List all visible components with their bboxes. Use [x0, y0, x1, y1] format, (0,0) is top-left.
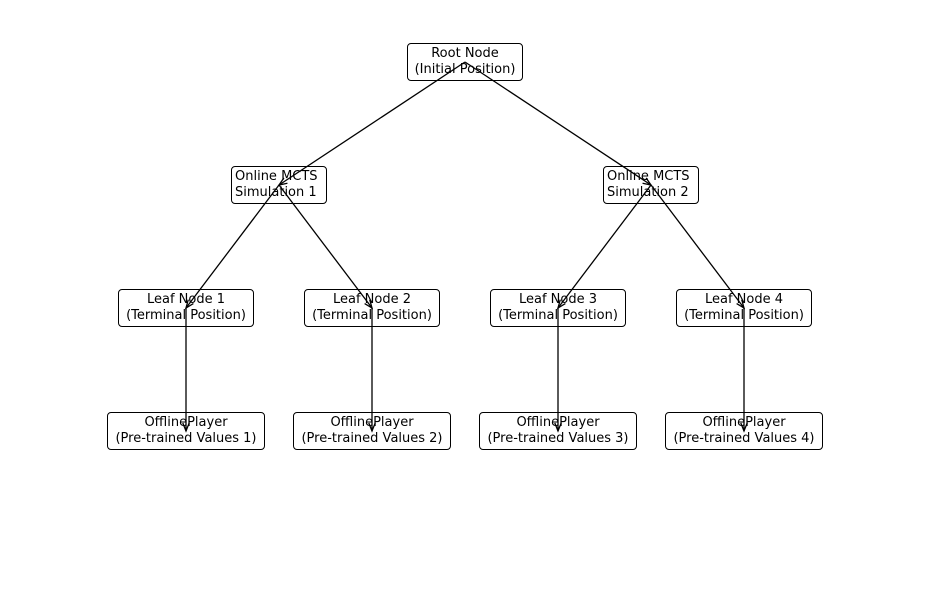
root-node-subtitle: (Initial Position) [414, 62, 516, 77]
mcts-simulation-node-2: Online MCTS Simulation 2 [603, 166, 699, 204]
sim1-subtitle: Simulation 1 [235, 185, 317, 200]
off2-subtitle: (Pre-trained Values 2) [301, 431, 443, 446]
arrowhead-leaf2-to-off2 [368, 422, 376, 433]
leaf1-title: Leaf Node 1 [146, 292, 226, 307]
root-node: Root Node (Initial Position) [407, 43, 523, 81]
arrowhead-leaf3-to-off3 [554, 422, 562, 433]
arrowhead-leaf4-to-off4 [740, 422, 748, 433]
offline-player-node-1: OfflinePlayer (Pre-trained Values 1) [107, 412, 265, 450]
edge-sim1-to-leaf1 [185, 184, 280, 309]
edge-root-to-sim1 [278, 61, 466, 186]
edge-root-to-sim2 [464, 61, 652, 186]
leaf2-title: Leaf Node 2 [332, 292, 412, 307]
leaf3-title: Leaf Node 3 [518, 292, 598, 307]
off4-subtitle: (Pre-trained Values 4) [673, 431, 815, 446]
sim2-title: Online MCTS [607, 169, 690, 184]
root-node-title: Root Node [431, 46, 499, 61]
off1-subtitle: (Pre-trained Values 1) [115, 431, 257, 446]
edge-sim2-to-leaf3 [557, 184, 652, 309]
arrowhead-leaf1-to-off1 [182, 422, 190, 433]
offline-player-node-2: OfflinePlayer (Pre-trained Values 2) [293, 412, 451, 450]
leaf4-title: Leaf Node 4 [704, 292, 784, 307]
off3-subtitle: (Pre-trained Values 3) [487, 431, 629, 446]
edge-sim2-to-leaf4 [650, 184, 745, 309]
sim2-subtitle: Simulation 2 [607, 185, 689, 200]
edge-sim1-to-leaf2 [278, 184, 373, 309]
